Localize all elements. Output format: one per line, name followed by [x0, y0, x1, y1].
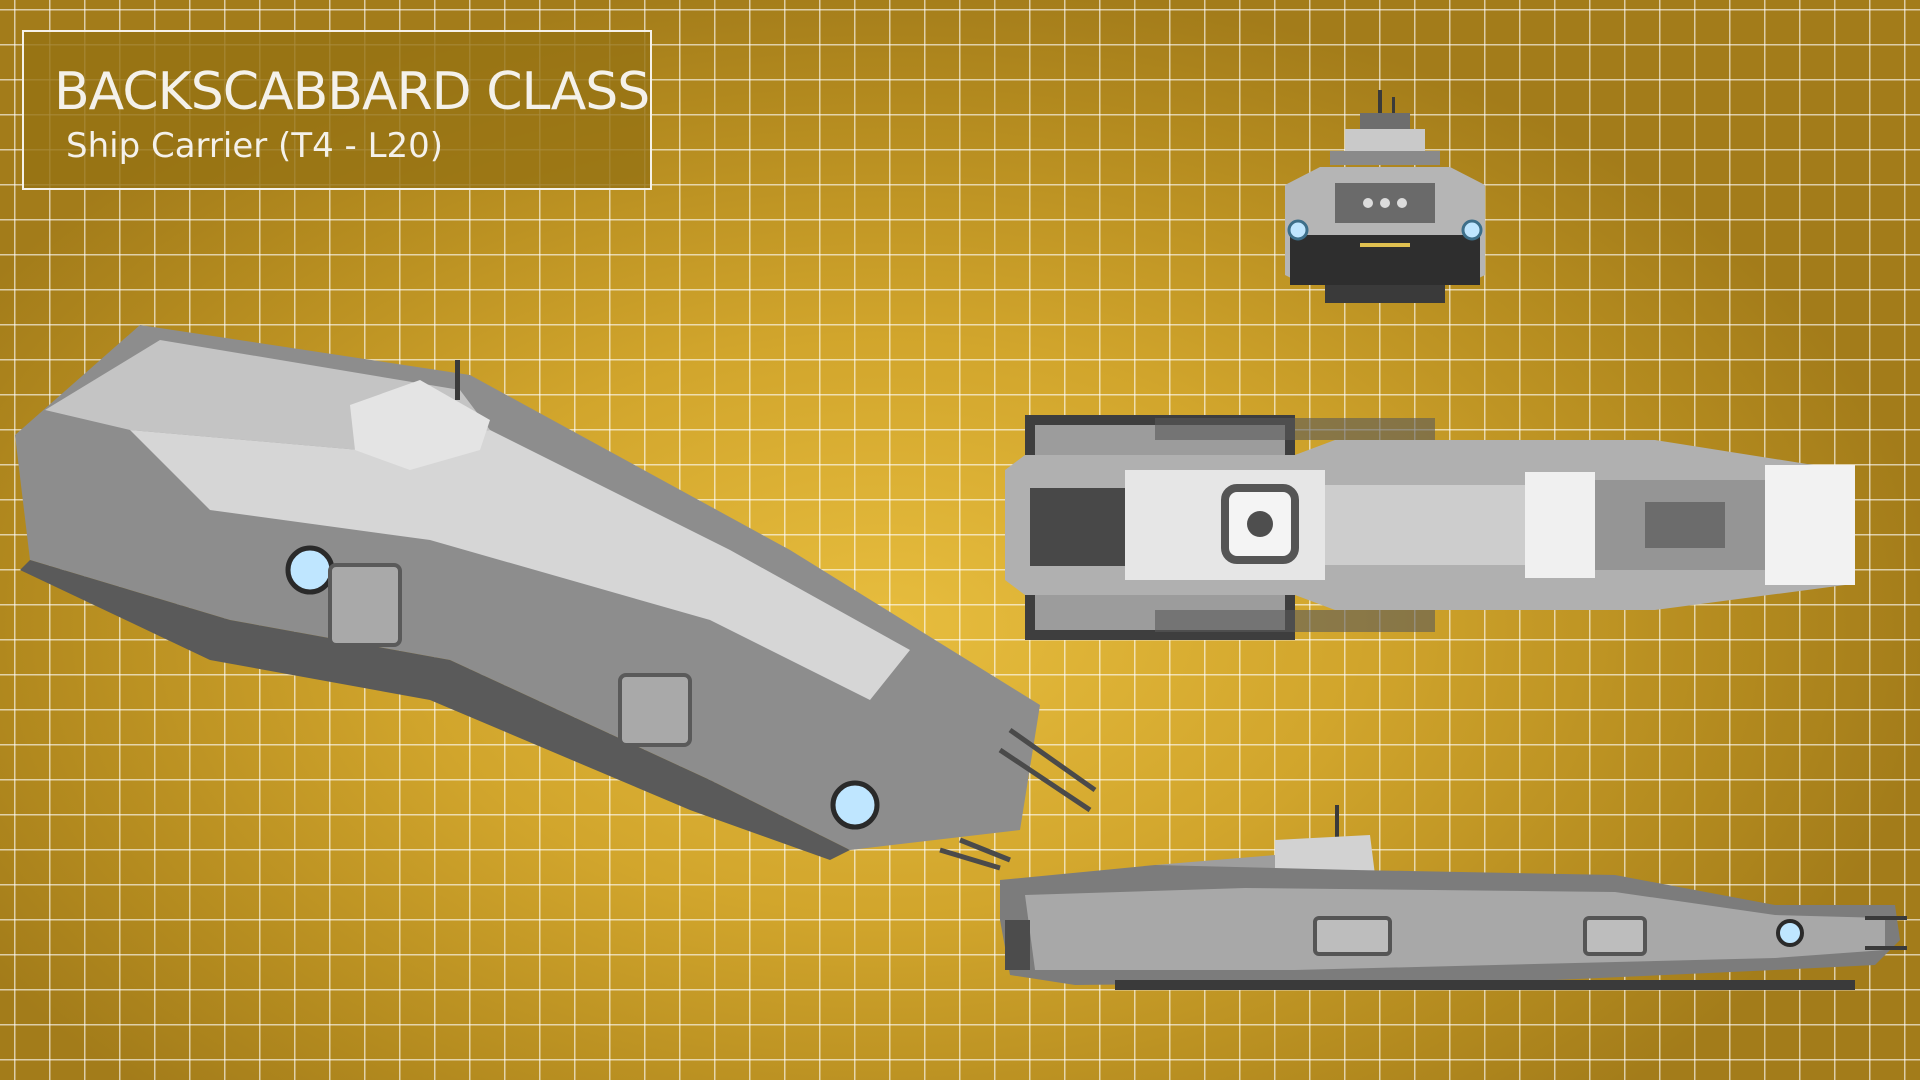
top-view	[1005, 415, 1855, 640]
perspective-view	[15, 325, 1097, 871]
front-view	[1285, 90, 1485, 303]
title-panel: BACKSCABBARD CLASS Ship Carrier (T4 - L2…	[22, 30, 652, 190]
ship-class-title: BACKSCABBARD CLASS	[54, 62, 650, 122]
side-view	[1000, 805, 1907, 990]
ship-type-subtitle: Ship Carrier (T4 - L20)	[66, 126, 444, 166]
